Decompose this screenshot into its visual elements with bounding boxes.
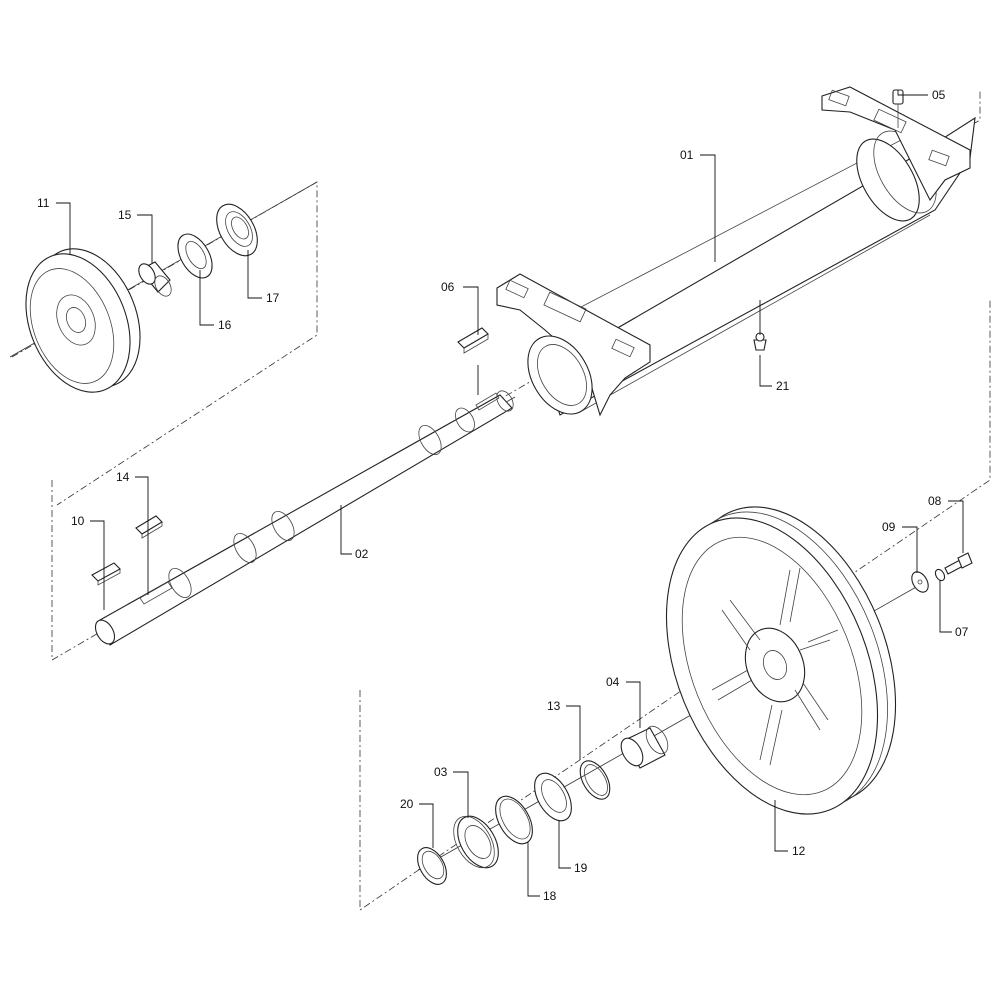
washer-part-16[interactable]: [171, 228, 219, 284]
callout-18: 18: [543, 889, 557, 903]
callout-13: 13: [547, 699, 561, 713]
callout-11: 11: [37, 196, 50, 210]
callout-08: 08: [928, 494, 942, 508]
washer-part-09[interactable]: [908, 569, 931, 595]
callout-21: 21: [776, 379, 790, 393]
housing-tube-part-01[interactable]: [496, 86, 976, 425]
callout-20: 20: [400, 797, 414, 811]
callout-09: 09: [882, 520, 896, 534]
callout-04: 04: [606, 675, 620, 689]
ring-part-18[interactable]: [488, 790, 540, 850]
bearing-part-17[interactable]: [208, 197, 265, 262]
callout-17: 17: [266, 291, 280, 305]
leader-lines: [56, 90, 964, 897]
callout-01: 01: [680, 148, 694, 162]
callout-16: 16: [218, 318, 232, 332]
callout-10: 10: [71, 514, 85, 528]
callout-05: 05: [932, 88, 946, 102]
callout-19: 19: [574, 861, 588, 875]
bushing-part-15[interactable]: [135, 261, 174, 299]
group-boundaries: [11, 90, 991, 911]
bearing-part-03[interactable]: [445, 809, 506, 874]
washer-part-19[interactable]: [527, 767, 579, 827]
callout-06: 06: [441, 280, 455, 294]
callout-12: 12: [792, 844, 806, 858]
spacer-part-04[interactable]: [617, 723, 673, 770]
lock-washer-part-07[interactable]: [934, 568, 947, 582]
small-pulley-part-11[interactable]: [7, 233, 160, 407]
callout-15: 15: [118, 208, 132, 222]
callout-03: 03: [434, 765, 448, 779]
key-part-06[interactable]: [457, 327, 489, 354]
callout-07: 07: [955, 625, 969, 639]
callout-02: 02: [355, 547, 369, 561]
key-part-10[interactable]: [91, 562, 121, 586]
snap-ring-part-20[interactable]: [412, 843, 453, 890]
bolt-part-08[interactable]: [944, 552, 973, 575]
grease-nipple-part-21[interactable]: [753, 332, 767, 351]
circlip-part-13[interactable]: [574, 756, 616, 804]
drive-shaft-part-02[interactable]: [92, 388, 517, 647]
key-part-14[interactable]: [135, 515, 163, 539]
callout-14: 14: [116, 470, 130, 484]
large-wheel-part-12[interactable]: [626, 476, 936, 846]
callout-labels: 01 02 03 04 05 06 07 08 09 10 11 12 13 1…: [37, 88, 969, 903]
